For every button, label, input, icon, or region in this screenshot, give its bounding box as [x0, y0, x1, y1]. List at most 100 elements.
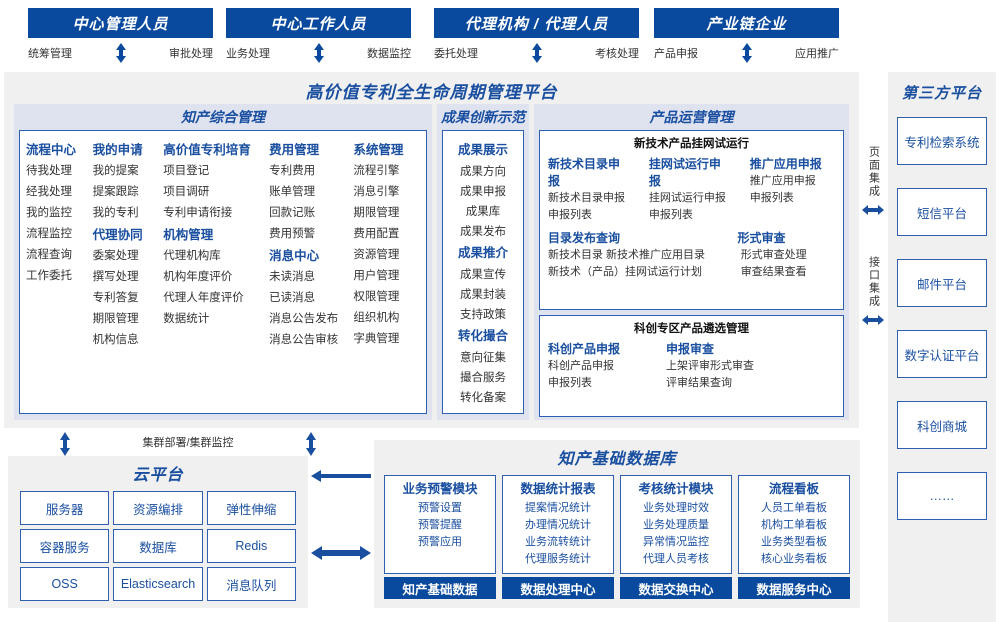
module-item[interactable]: 专利申请衔接 — [163, 207, 233, 219]
module-item[interactable]: 支持政策 — [460, 309, 506, 321]
cloud-item-redis[interactable]: Redis — [206, 529, 296, 563]
module-head[interactable]: 目录发布查询 — [548, 231, 621, 245]
module-item[interactable]: 成果申报 — [460, 186, 506, 198]
cloud-item-orchestration[interactable]: 资源编排 — [113, 491, 203, 525]
role-banner-2[interactable]: 代理机构 / 代理人员 — [434, 8, 639, 38]
module-item[interactable]: 机构年度评价 — [163, 271, 233, 283]
module-item[interactable]: 我的提案 — [92, 165, 139, 177]
module-item[interactable]: 费用预警 — [269, 228, 316, 240]
module-head[interactable]: 转化撮合 — [457, 329, 508, 343]
module-item[interactable]: 机构信息 — [92, 334, 139, 346]
module-item[interactable]: 组织机构 — [353, 312, 400, 324]
module-item[interactable]: 成果库 — [465, 206, 501, 218]
module-item[interactable]: 申报列表 — [648, 209, 693, 221]
module-item[interactable]: 消息公告审核 — [269, 334, 339, 346]
module-head[interactable]: 成果展示 — [457, 143, 508, 157]
module-head[interactable]: 形式审查 — [737, 231, 786, 245]
module-item[interactable]: 账单管理 — [269, 186, 316, 198]
module-item[interactable]: 新技术（产品）挂网试运行计划 — [548, 266, 702, 278]
module-item[interactable]: 推广应用申报 — [749, 175, 816, 187]
module-head[interactable]: 推广应用申报 — [749, 157, 822, 171]
module-item[interactable]: 我的监控 — [26, 207, 72, 219]
module-item[interactable]: 成果宣传 — [460, 269, 506, 281]
role-banner-1[interactable]: 中心工作人员 — [226, 8, 411, 38]
db-footer-exchange-center[interactable]: 数据交换中心 — [620, 577, 732, 599]
db-item[interactable]: 人员工单看板 — [761, 502, 827, 514]
module-item[interactable]: 代理人年度评价 — [163, 292, 244, 304]
third-party-item-patent-search[interactable]: 专利检索系统 — [897, 117, 987, 165]
module-item[interactable]: 新技术目录申报 — [548, 192, 625, 204]
db-item[interactable]: 业务处理质量 — [643, 519, 709, 531]
module-head[interactable]: 科创产品申报 — [548, 342, 621, 356]
db-item[interactable]: 异常情况监控 — [643, 536, 709, 548]
module-head[interactable]: 机构管理 — [163, 228, 214, 242]
db-item[interactable]: 预警提醒 — [418, 519, 462, 531]
third-party-item-email[interactable]: 邮件平台 — [897, 259, 987, 307]
module-head[interactable]: 成果推介 — [457, 246, 508, 260]
module-item[interactable]: 资源管理 — [353, 249, 400, 261]
db-item[interactable]: 机构工单看板 — [761, 519, 827, 531]
module-item[interactable]: 上架评审形式审查 — [666, 360, 754, 372]
module-head[interactable]: 代理协同 — [92, 228, 143, 242]
db-item[interactable]: 预警应用 — [418, 536, 462, 548]
db-item[interactable]: 业务流转统计 — [525, 536, 591, 548]
module-item[interactable]: 挂网试运行申报 — [648, 192, 726, 204]
module-item[interactable]: 工作委托 — [26, 270, 72, 282]
cloud-item-server[interactable]: 服务器 — [20, 491, 110, 525]
db-head[interactable]: 流程看板 — [768, 482, 819, 496]
module-item[interactable]: 撰写处理 — [92, 271, 139, 283]
cloud-item-container[interactable]: 容器服务 — [20, 529, 110, 563]
module-item[interactable]: 项目调研 — [163, 186, 210, 198]
third-party-item-more[interactable]: …… — [897, 472, 987, 520]
third-party-item-digital-cert[interactable]: 数字认证平台 — [897, 330, 987, 378]
module-item[interactable]: 项目登记 — [163, 165, 210, 177]
module-head[interactable]: 我的申请 — [92, 143, 143, 157]
db-item[interactable]: 业务处理时效 — [643, 502, 709, 514]
db-item[interactable]: 代理人员考核 — [643, 553, 709, 565]
cloud-item-mq[interactable]: 消息队列 — [206, 567, 296, 601]
module-item[interactable]: 新技术目录 新技术推广应用目录 — [548, 249, 706, 261]
module-item[interactable]: 期限管理 — [92, 313, 139, 325]
db-item[interactable]: 办理情况统计 — [525, 519, 591, 531]
cloud-item-autoscaling[interactable]: 弹性伸缩 — [206, 491, 296, 525]
db-head[interactable]: 考核统计模块 — [638, 482, 714, 496]
db-head[interactable]: 数据统计报表 — [520, 482, 596, 496]
module-item[interactable]: 专利答复 — [92, 292, 139, 304]
third-party-item-sms[interactable]: 短信平台 — [897, 188, 987, 236]
module-item[interactable]: 消息公告发布 — [269, 313, 339, 325]
module-item[interactable]: 回款记账 — [269, 207, 316, 219]
module-item[interactable]: 委案处理 — [92, 250, 139, 262]
module-head[interactable]: 申报审查 — [666, 342, 715, 356]
cloud-item-elasticsearch[interactable]: Elasticsearch — [113, 567, 203, 601]
module-head[interactable]: 费用管理 — [269, 143, 320, 157]
module-head[interactable]: 系统管理 — [353, 143, 404, 157]
module-item[interactable]: 未读消息 — [269, 271, 316, 283]
module-item[interactable]: 待我处理 — [26, 165, 72, 177]
module-item[interactable]: 申报列表 — [548, 377, 592, 389]
module-item[interactable]: 字典管理 — [353, 333, 400, 345]
module-item[interactable]: 经我处理 — [26, 186, 72, 198]
db-footer-service-center[interactable]: 数据服务中心 — [738, 577, 850, 599]
module-item[interactable]: 代理机构库 — [163, 250, 221, 262]
cloud-item-oss[interactable]: OSS — [20, 567, 110, 601]
module-item[interactable]: 流程监控 — [26, 228, 72, 240]
module-item[interactable]: 专利费用 — [269, 165, 316, 177]
module-head[interactable]: 新技术目录申报 — [548, 157, 621, 188]
module-item[interactable]: 已读消息 — [269, 292, 316, 304]
cloud-item-database[interactable]: 数据库 — [113, 529, 203, 563]
module-item[interactable]: 流程引擎 — [353, 165, 400, 177]
db-item[interactable]: 预警设置 — [418, 502, 462, 514]
module-item[interactable]: 转化备案 — [460, 392, 506, 404]
module-item[interactable]: 我的专利 — [92, 207, 139, 219]
db-head[interactable]: 业务预警模块 — [402, 482, 478, 496]
module-head[interactable]: 挂网试运行申报 — [648, 157, 721, 188]
module-item[interactable]: 申报列表 — [548, 209, 592, 221]
db-footer-processing-center[interactable]: 数据处理中心 — [502, 577, 614, 599]
third-party-item-mall[interactable]: 科创商城 — [897, 401, 987, 449]
module-item[interactable]: 期限管理 — [353, 207, 400, 219]
db-item[interactable]: 提案情况统计 — [525, 502, 591, 514]
module-item[interactable]: 成果发布 — [460, 226, 506, 238]
module-item[interactable]: 消息引擎 — [353, 186, 400, 198]
db-item[interactable]: 业务类型看板 — [761, 536, 827, 548]
module-item[interactable]: 用户管理 — [353, 270, 400, 282]
